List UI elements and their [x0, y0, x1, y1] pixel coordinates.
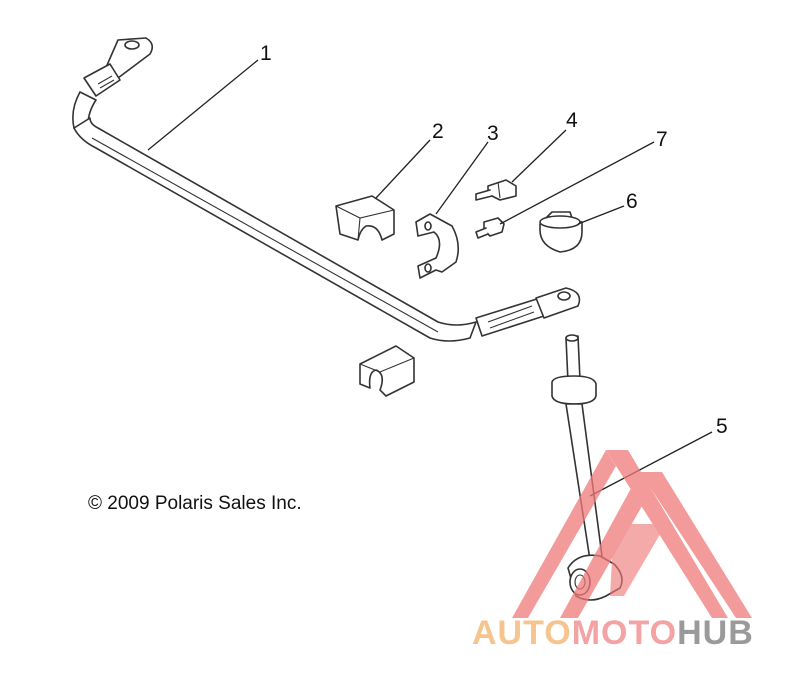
watermark-part3: HUB	[677, 614, 754, 652]
bolt	[475, 179, 517, 201]
callout-2: 2	[432, 120, 444, 143]
stabilizer-bar	[72, 37, 581, 342]
watermark-triangle	[512, 450, 752, 618]
watermark-part1: AUTO	[472, 614, 572, 652]
nut	[539, 211, 583, 253]
callout-1: 1	[260, 42, 272, 65]
callout-4: 4	[566, 109, 578, 132]
callout-7: 7	[656, 128, 668, 151]
small-bolt	[475, 217, 505, 239]
clamp-bracket	[415, 213, 460, 279]
callout-6: 6	[626, 190, 638, 213]
watermark-logo-text: AUTOMOTOHUB	[472, 614, 754, 653]
leader-lines	[147, 59, 713, 497]
bushing-lower	[359, 345, 415, 397]
watermark-part2: MOTO	[571, 614, 678, 652]
bushing-upper	[335, 195, 395, 241]
callout-5: 5	[716, 415, 728, 438]
callout-3: 3	[487, 122, 499, 145]
copyright-text: © 2009 Polaris Sales Inc.	[88, 493, 302, 514]
